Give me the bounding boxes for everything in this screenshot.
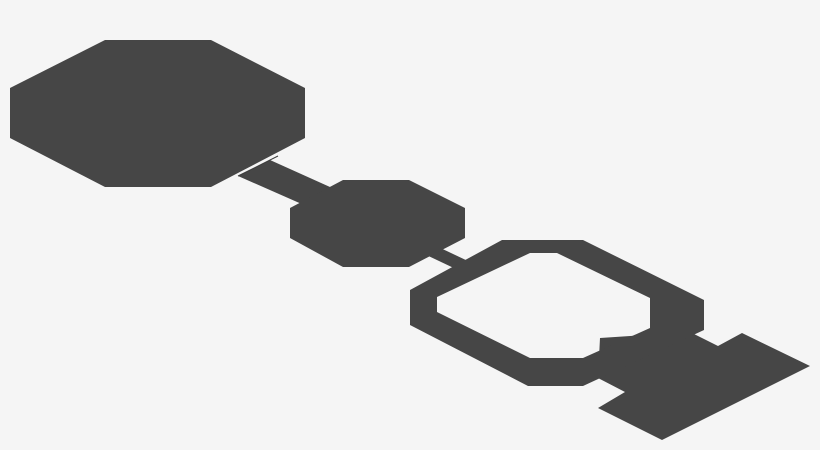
large-octagon [10, 40, 305, 187]
hollow-octagon-frame [410, 240, 704, 386]
end-bracket-block [598, 332, 810, 440]
seam-line [237, 155, 279, 177]
small-octagon [290, 180, 465, 267]
